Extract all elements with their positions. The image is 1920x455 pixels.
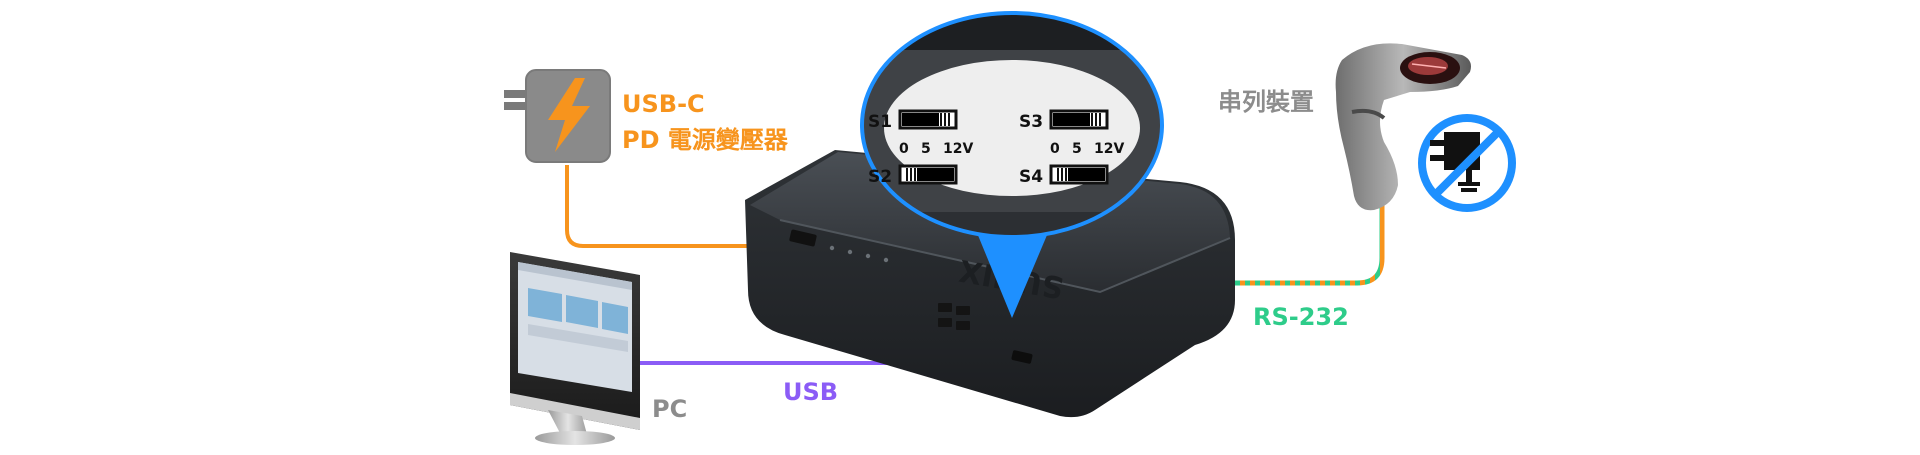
- monitor-icon: [510, 252, 640, 445]
- no-power-plug-icon: [1418, 114, 1516, 212]
- switch-group-right: S3 0 5 12V S4: [1019, 109, 1124, 187]
- adapter-label-line1: USB-C: [622, 90, 705, 118]
- rs232-label: RS-232: [1253, 303, 1349, 331]
- power-cable: [565, 165, 770, 248]
- switch-s2-label: S2: [868, 167, 892, 187]
- power-adapter-icon: [504, 69, 611, 163]
- switch-right-scale-12v: 12V: [1094, 141, 1124, 157]
- lightning-bolt-icon: [548, 78, 590, 152]
- switch-group-left: S1 0 5 12V S2: [868, 109, 973, 187]
- switch-s3: [1049, 109, 1109, 130]
- switch-s3-label: S3: [1019, 112, 1043, 132]
- callout-pointer: [975, 228, 1050, 318]
- rs232-cable: [1230, 205, 1385, 286]
- switch-right-scale-0: 0: [1050, 141, 1060, 157]
- switch-s1: [898, 109, 958, 130]
- usb-label: USB: [783, 378, 838, 406]
- barcode-scanner-icon: [1335, 43, 1471, 211]
- switch-s2: [898, 164, 958, 185]
- switch-left-scale-5: 5: [921, 141, 931, 157]
- switch-right-scale-5: 5: [1072, 141, 1082, 157]
- switch-s1-label: S1: [868, 112, 892, 132]
- switch-s4-label: S4: [1019, 167, 1043, 187]
- switch-left-scale-12v: 12V: [943, 141, 973, 157]
- pc-label: PC: [652, 395, 687, 423]
- serial-device-label: 串列裝置: [1218, 88, 1314, 116]
- switch-left-scale-0: 0: [899, 141, 909, 157]
- adapter-label-line2: PD 電源變壓器: [622, 126, 789, 154]
- switch-s4: [1049, 164, 1109, 185]
